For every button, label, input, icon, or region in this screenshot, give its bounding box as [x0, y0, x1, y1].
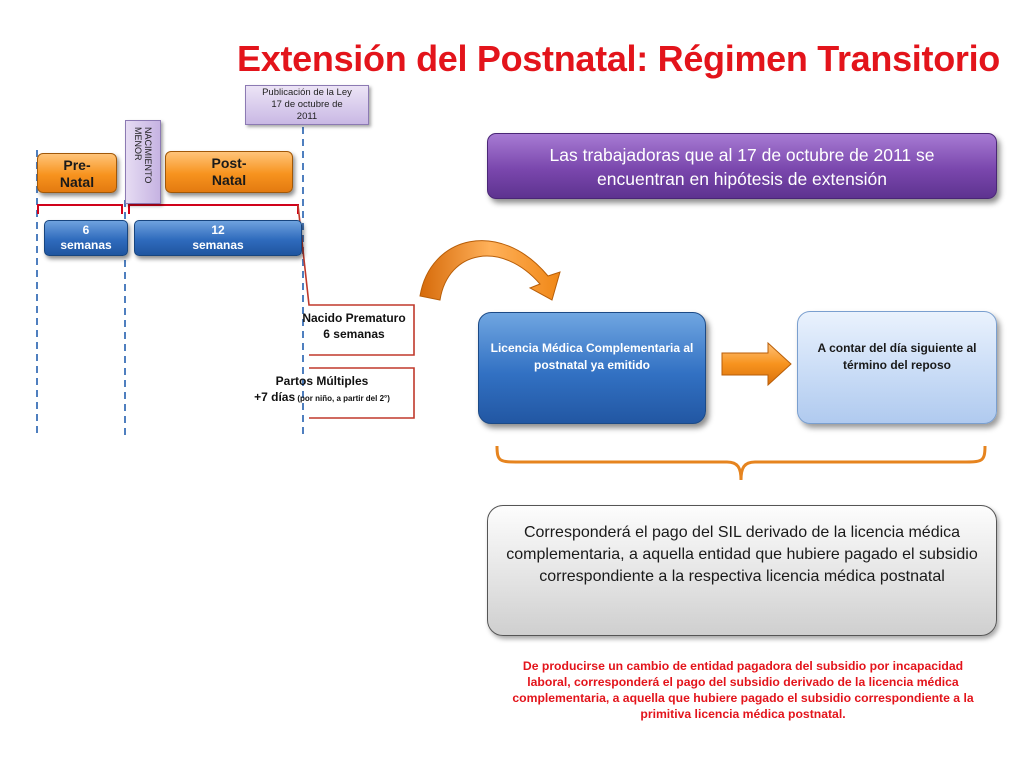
pre-natal-line1: Pre-: [63, 157, 91, 173]
complementary-license-text: Licencia Médica Complementaria al postna…: [490, 341, 694, 372]
publication-box: Publicación de la Ley 17 de octubre de 2…: [245, 85, 369, 125]
birth-marker-line1: NACIMIENTO: [143, 127, 153, 184]
multiple-births-bracket: [309, 367, 415, 419]
birth-marker-box: NACIMIENTO MENOR: [125, 120, 161, 204]
payment-box: Corresponderá el pago del SIL derivado d…: [487, 505, 997, 636]
pre-weeks-unit: semanas: [60, 238, 112, 252]
post-natal-line2: Natal: [211, 172, 247, 188]
multiple-births-days: +7 días: [254, 390, 296, 404]
post-natal-box: Post- Natal: [165, 151, 293, 193]
multiple-births-line2: +7 días (por niño, a partir del 2°): [228, 389, 416, 407]
curved-arrow-icon: [419, 240, 561, 301]
pre-natal-box: Pre- Natal: [37, 153, 117, 193]
pre-weeks-number: 6: [82, 223, 90, 237]
curly-brace: [495, 445, 987, 481]
premature-line1: Nacido Prematuro: [302, 311, 406, 325]
publication-line3: 2011: [296, 111, 318, 122]
post-natal-line1: Post-: [211, 155, 247, 171]
complementary-license-box: Licencia Médica Complementaria al postna…: [478, 312, 706, 424]
page-title: Extensión del Postnatal: Régimen Transit…: [237, 38, 1000, 79]
hypothesis-box: Las trabajadoras que al 17 de octubre de…: [487, 133, 997, 199]
right-arrow-icon: [721, 341, 792, 387]
birth-marker-line2: MENOR: [133, 127, 143, 161]
start-date-text: A contar del día siguiente al término de…: [817, 340, 977, 372]
multiple-births-line1: Partos Múltiples: [275, 374, 369, 388]
multiple-births-note: (por niño, a partir del 2°): [295, 394, 390, 403]
publication-line1: Publicación de la Ley: [262, 87, 352, 98]
post-weeks-unit: semanas: [192, 238, 244, 252]
premature-label: Nacido Prematuro 6 semanas: [292, 310, 416, 342]
premature-line2: 6 semanas: [323, 327, 385, 341]
extension-connector: [297, 204, 415, 356]
payment-note: De producirse un cambio de entidad pagad…: [512, 659, 974, 721]
pre-natal-weeks-box: 6 semanas: [44, 220, 128, 256]
pre-natal-line2: Natal: [59, 174, 95, 190]
bracket-post-natal: [128, 204, 299, 214]
post-natal-weeks-box: 12 semanas: [134, 220, 302, 256]
publication-line2: 17 de octubre de: [271, 99, 343, 110]
post-weeks-number: 12: [211, 223, 225, 237]
bracket-pre-natal: [37, 204, 123, 214]
birth-marker-label: NACIMIENTO MENOR: [133, 127, 153, 183]
multiple-births-label: Partos Múltiples +7 días (por niño, a pa…: [228, 373, 416, 407]
start-date-box: A contar del día siguiente al término de…: [797, 311, 997, 424]
